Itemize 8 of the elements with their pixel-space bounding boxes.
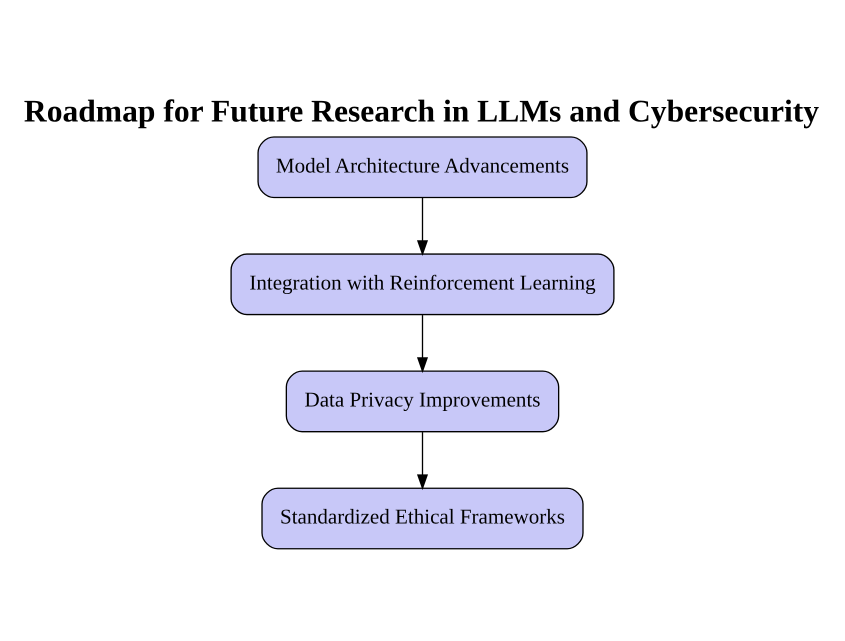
diagram-title: Roadmap for Future Research in LLMs and Cybersecurity — [24, 93, 820, 128]
arrow — [416, 315, 428, 374]
node-box: Data Privacy Improvements — [286, 370, 560, 432]
arrow — [416, 198, 428, 256]
node-box: Integration with Reinforcement Learning — [230, 253, 615, 316]
arrow — [416, 432, 428, 490]
node-box: Standardized Ethical Frameworks — [261, 488, 584, 550]
node-box: Model Architecture Advancements — [257, 136, 588, 198]
